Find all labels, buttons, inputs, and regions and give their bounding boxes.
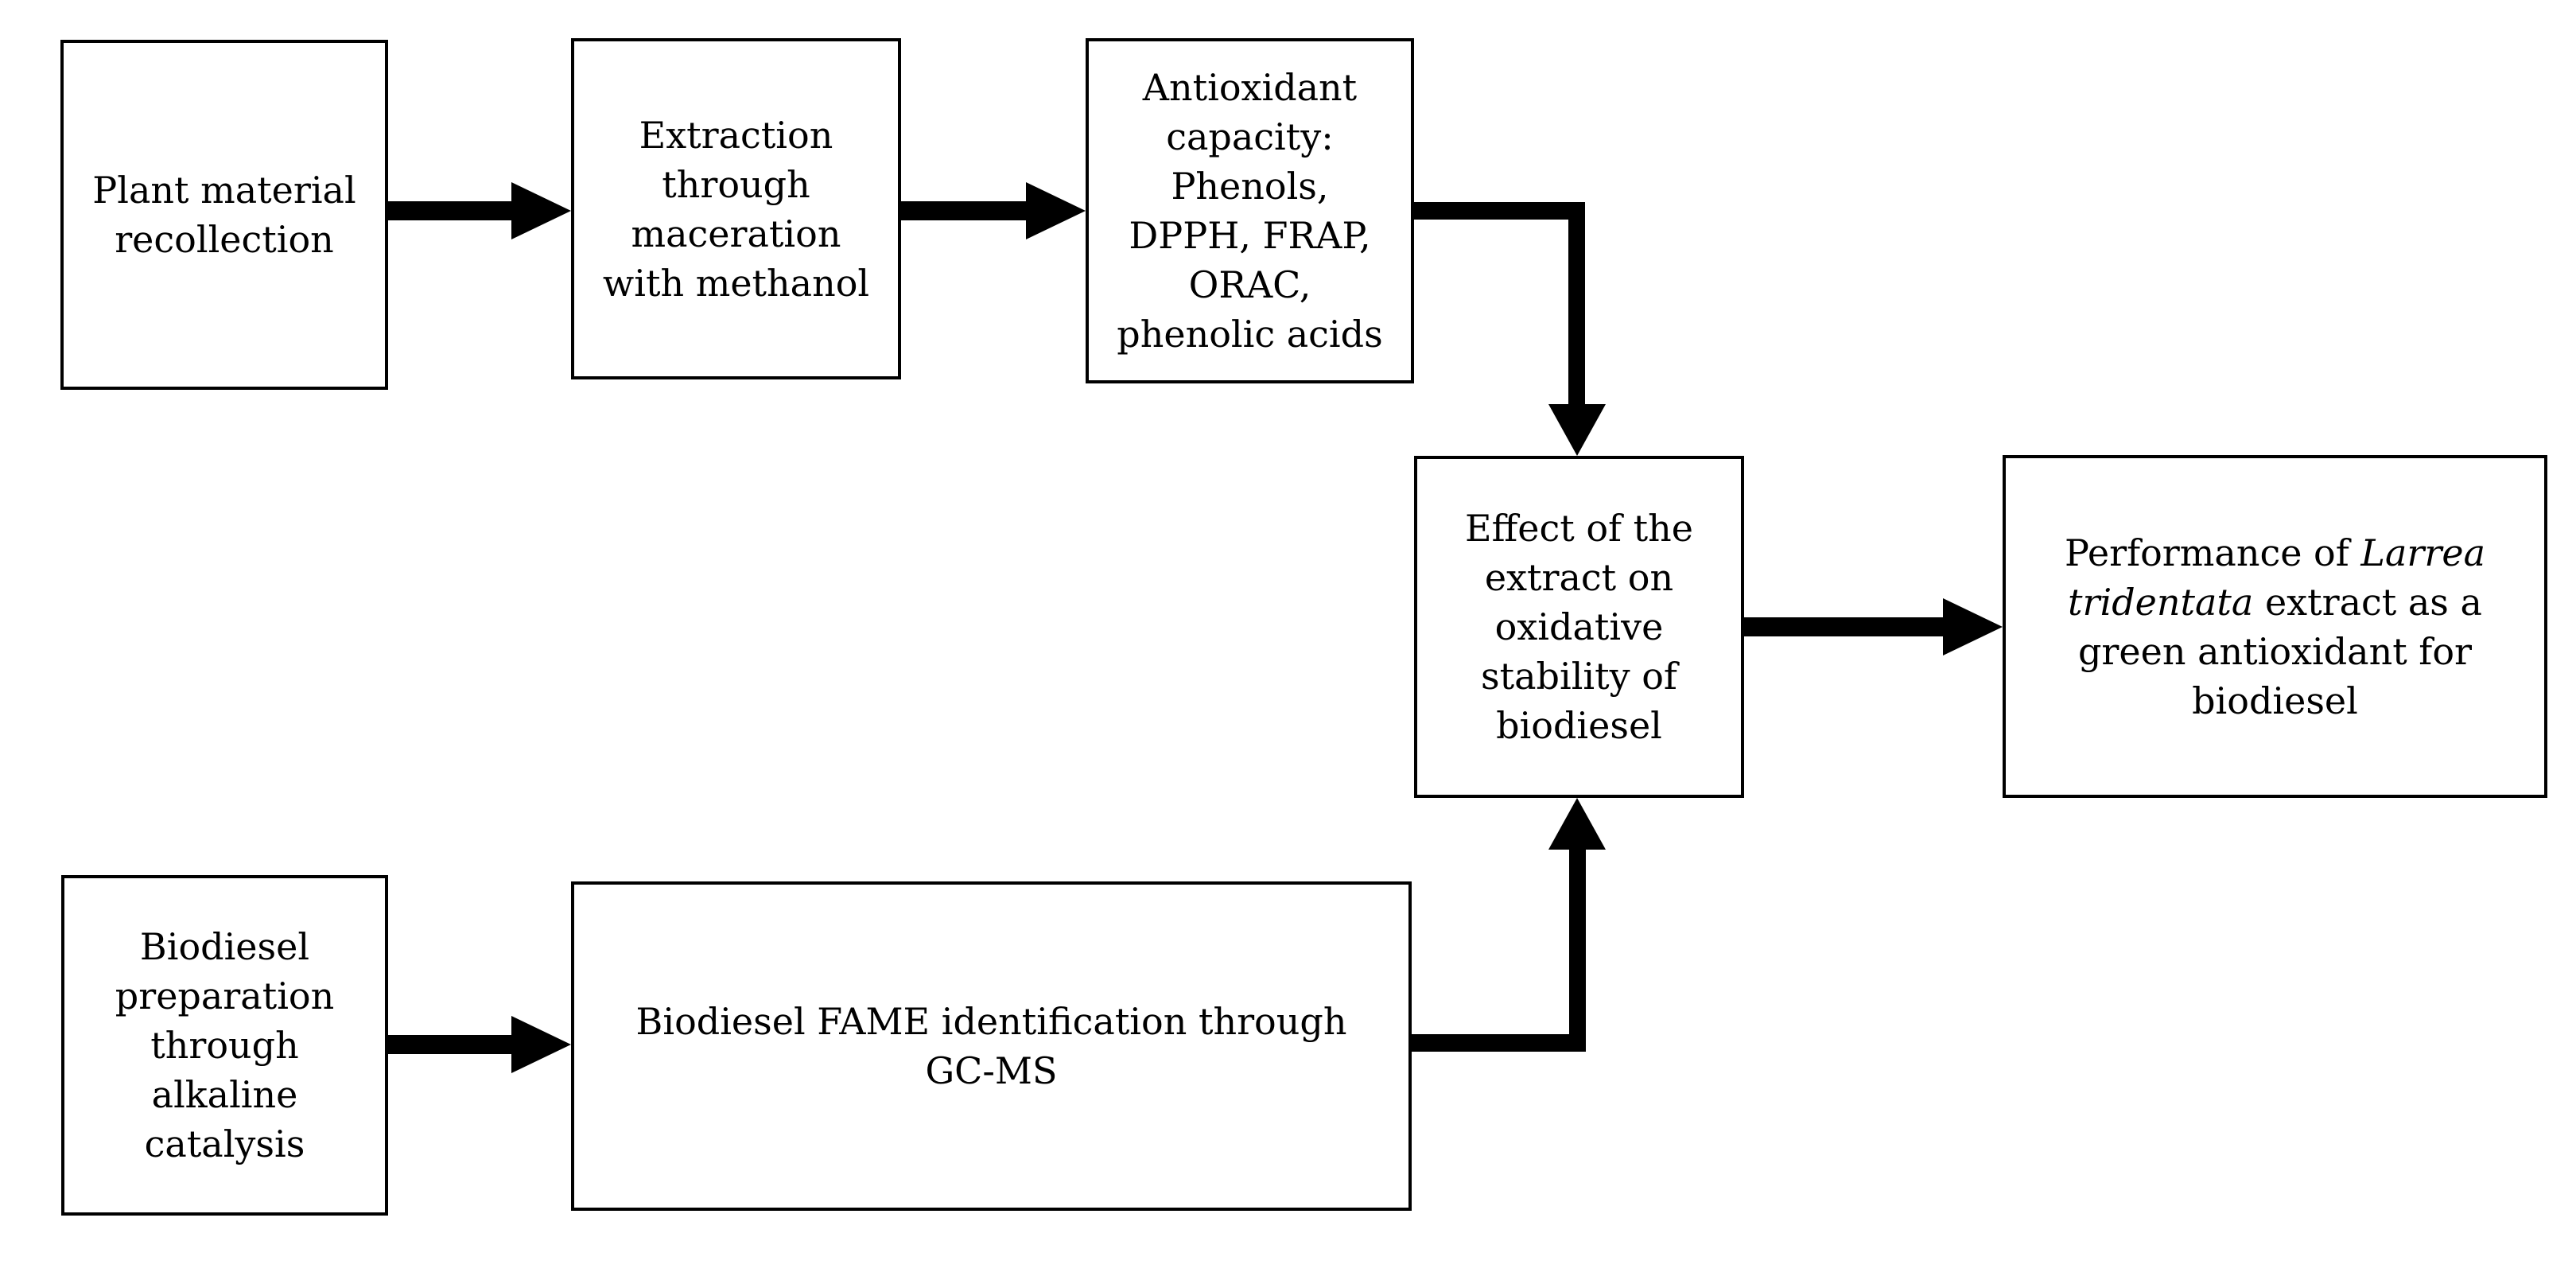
node-biodiesel-preparation-alkaline: Biodiesel preparation through alkaline c… <box>61 875 388 1216</box>
arrow-vertical-segment <box>1569 850 1586 1052</box>
node-effect-on-oxidative-stability: Effect of the extract on oxidative stabi… <box>1414 456 1744 798</box>
arrow-shaft <box>1744 617 1943 636</box>
arrow-horizontal-segment <box>1414 202 1585 220</box>
arrowhead-right-icon <box>1943 598 2003 656</box>
node-biodiesel-fame-gcms: Biodiesel FAME identification through GC… <box>571 881 1412 1211</box>
arrow-horizontal-segment <box>1412 1034 1586 1052</box>
arrowhead-down-icon <box>1548 404 1606 456</box>
performance-text: Performance of Larrea tridentata extract… <box>2065 528 2485 726</box>
performance-text-prefix: Performance of <box>2064 531 2361 574</box>
arrowhead-up-icon <box>1548 798 1606 850</box>
arrow-shaft <box>388 1035 511 1054</box>
arrow-shaft <box>901 201 1026 220</box>
node-performance-larrea-tridentata: Performance of Larrea tridentata extract… <box>2003 455 2547 798</box>
arrowhead-right-icon <box>1026 182 1086 239</box>
performance-text-suffix: extract as a green antioxidant for biodi… <box>2077 580 2482 722</box>
arrow-vertical-segment <box>1568 202 1585 404</box>
performance-text-species-italic: Larrea tridentata <box>2068 531 2486 624</box>
node-antioxidant-capacity-assays: Antioxidant capacity: Phenols, DPPH, FRA… <box>1086 38 1414 383</box>
arrow-shaft <box>388 201 511 220</box>
node-extraction-maceration-methanol: Extraction through maceration with metha… <box>571 38 901 379</box>
node-plant-material-recollection: Plant material recollection <box>60 40 388 390</box>
arrowhead-right-icon <box>511 1016 571 1073</box>
arrowhead-right-icon <box>511 182 571 239</box>
